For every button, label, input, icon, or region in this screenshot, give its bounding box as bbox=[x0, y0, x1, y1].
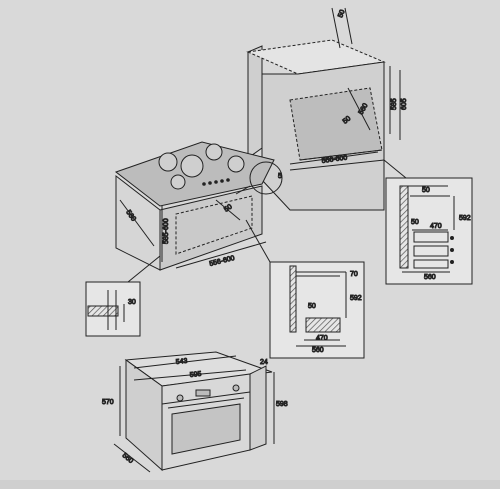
tall-cabinet-opening bbox=[289, 87, 383, 161]
bottom-bar bbox=[0, 480, 500, 489]
center-gap-label: 50 bbox=[308, 303, 316, 310]
hob-knobs bbox=[202, 178, 230, 186]
center-inner-label: 470 bbox=[316, 335, 328, 342]
oven-thickness-label: 24 bbox=[260, 359, 268, 366]
burner-icon bbox=[227, 155, 245, 173]
center-top-label: 70 bbox=[350, 271, 358, 278]
leg-height-label: 30 bbox=[128, 299, 136, 306]
oven-width-front-label: 595 bbox=[189, 371, 201, 379]
oven-knob-icon bbox=[232, 384, 240, 392]
counter-height-label: 585-600 bbox=[163, 218, 170, 244]
right-height-label: 592 bbox=[459, 215, 471, 222]
right-gap-label: 50 bbox=[411, 219, 419, 226]
detail-magnifier bbox=[249, 161, 283, 195]
burner-icon bbox=[205, 143, 223, 161]
leg-detail: 30 bbox=[85, 281, 141, 337]
tall-height-inner-label: 585 bbox=[391, 98, 398, 110]
counter-cabinet: 5 560 585-600 50 556-600 bbox=[114, 141, 283, 283]
tall-height-outer-label: 605 bbox=[401, 98, 408, 110]
oven-height-front-label: 598 bbox=[276, 401, 288, 408]
oven-knob-icon bbox=[176, 394, 184, 402]
cabinet-opening bbox=[175, 195, 253, 255]
center-height-label: 592 bbox=[350, 295, 362, 302]
oven: 543 595 24 570 598 560 bbox=[102, 351, 288, 473]
side-detail-center: 70 50 592 470 560 bbox=[269, 261, 365, 359]
burner-icon bbox=[170, 174, 186, 190]
counter-corner-label: 5 bbox=[278, 173, 282, 180]
oven-display bbox=[195, 389, 211, 397]
burner-icon bbox=[180, 154, 204, 178]
cabinet-side bbox=[159, 185, 263, 271]
tall-inner-gap-label: 50 bbox=[342, 115, 353, 125]
right-depth-label: 560 bbox=[424, 274, 436, 281]
side-detail-right: 50 50 470 592 560 bbox=[383, 159, 473, 285]
tall-cabinet-side-panel bbox=[247, 45, 263, 159]
tall-cabinet: 50 585 605 560 50 556-600 bbox=[246, 7, 409, 211]
oven-depth-label: 560 bbox=[121, 452, 135, 465]
right-inner-label: 470 bbox=[430, 223, 442, 230]
center-depth-label: 560 bbox=[312, 347, 324, 354]
oven-width-body-label: 543 bbox=[175, 358, 187, 366]
tall-top-gap-label: 50 bbox=[337, 9, 346, 19]
burner-icon bbox=[158, 152, 178, 172]
oven-height-body-label: 570 bbox=[102, 399, 114, 406]
detail-box bbox=[269, 261, 365, 359]
counter-gap-label: 50 bbox=[223, 203, 233, 213]
tall-width-label: 556-600 bbox=[321, 154, 348, 165]
right-top-label: 50 bbox=[422, 187, 430, 194]
oven-window bbox=[171, 403, 241, 455]
